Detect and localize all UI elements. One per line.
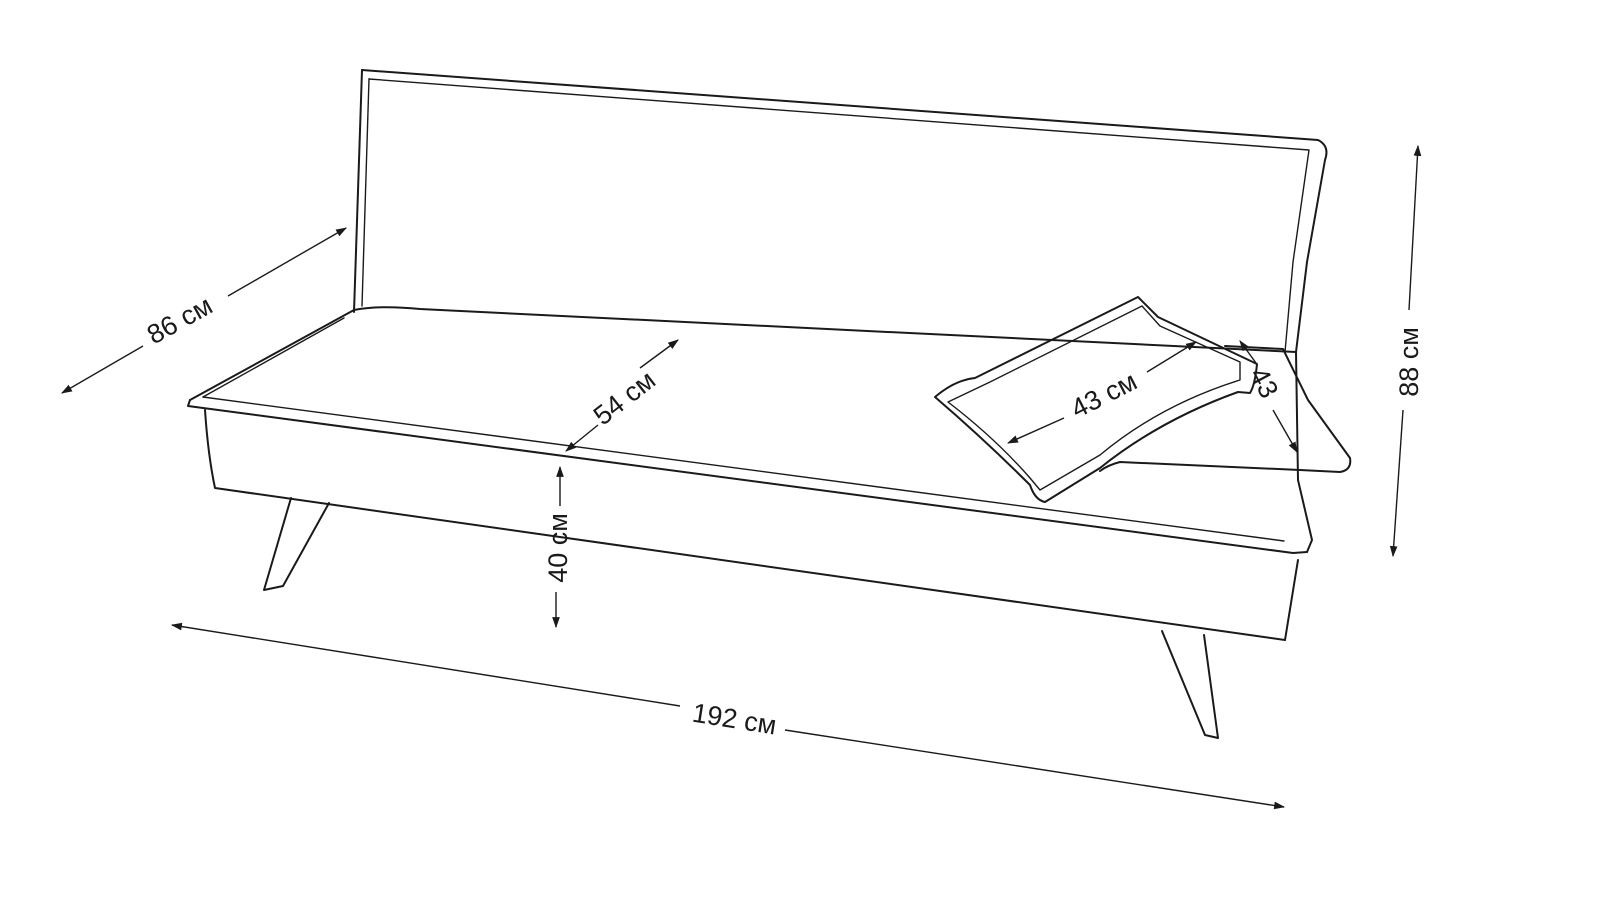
pillow-back xyxy=(1099,345,1352,473)
dimension-lines xyxy=(61,144,1422,810)
left-leg xyxy=(263,497,330,591)
seat-depth-label: 54 см xyxy=(588,365,661,431)
seat-depth-arrow-lower xyxy=(565,424,599,452)
pillow-height-arrow-upper xyxy=(1239,340,1257,364)
depth-arrow-upper xyxy=(227,227,347,297)
width-arrow-left xyxy=(170,622,681,707)
height-arrow-lower xyxy=(1389,409,1404,558)
height-label: 88 см xyxy=(1394,327,1424,397)
pillow-height-arrow-lower xyxy=(1272,409,1298,453)
height-arrow-upper xyxy=(1408,144,1422,311)
seat-depth-arrow-upper xyxy=(639,339,679,369)
depth-label: 86 см xyxy=(142,290,217,350)
pillow-front xyxy=(934,296,1258,503)
pillows xyxy=(934,296,1352,503)
depth-arrow-lower xyxy=(61,345,144,394)
pillow-width-label: 43 см xyxy=(1066,366,1142,424)
backrest xyxy=(353,69,1328,353)
seat-cushion xyxy=(187,306,1313,554)
pillow-height-label: 43 xyxy=(1244,362,1285,403)
sofa xyxy=(187,69,1352,739)
sofa-base xyxy=(204,409,1299,641)
sofa-legs xyxy=(263,497,1219,739)
pillow-width-arrow-lower xyxy=(1006,417,1065,444)
seat-height-label: 40 см xyxy=(543,513,573,583)
pillow-width-arrow-upper xyxy=(1146,341,1197,373)
right-leg xyxy=(1161,630,1219,739)
width-arrow-right xyxy=(784,729,1286,810)
width-label: 192 см xyxy=(690,698,778,741)
